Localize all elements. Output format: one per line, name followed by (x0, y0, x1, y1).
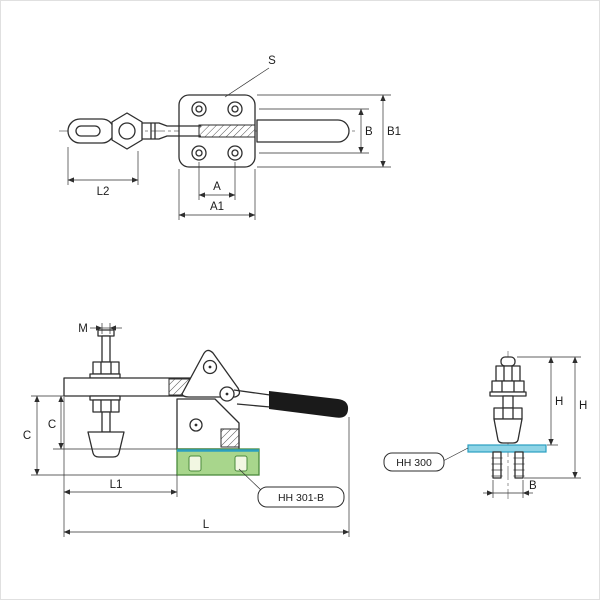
rubber-foot-front (493, 418, 523, 444)
handle-grip (269, 391, 349, 418)
dim-label-s: S (268, 55, 276, 67)
hex-nut-lower (92, 399, 120, 413)
dimension-a: A (198, 162, 236, 200)
base-hole (188, 455, 202, 472)
handle-bar-bottom (236, 403, 271, 408)
handle-end-cap (500, 356, 516, 367)
model-callout-front: HH 300 (383, 447, 469, 472)
dim-label-h-outer: H (579, 400, 587, 412)
spindle-rod-upper (101, 335, 111, 363)
handle-bar-top (233, 389, 271, 396)
hex-nut-bore (118, 122, 136, 140)
hex-nut-upper (92, 361, 120, 375)
dim-label-l: L (203, 519, 210, 531)
spindle-front (502, 395, 514, 409)
dimension-s: S (224, 55, 276, 98)
bracket-pivot-hole (189, 418, 203, 432)
dim-label-c-outer: C (23, 430, 31, 442)
top-view: S B B1 L2 A (59, 55, 401, 220)
dim-label-a: A (213, 181, 221, 193)
model-callout-side: HH 301-B (238, 468, 345, 508)
dim-label-b-bolt: B (529, 480, 537, 492)
dimension-h-outer: H (524, 356, 587, 479)
dimension-b1-plate: B1 (257, 94, 401, 168)
dim-label-b-plate: B (365, 126, 373, 138)
dimension-l: L (63, 417, 350, 537)
base-hole (234, 455, 248, 472)
dim-label-b1: B1 (387, 126, 401, 138)
dim-label-l2: L2 (97, 186, 110, 198)
dim-label-h-inner: H (555, 396, 563, 408)
callout-box-side (257, 486, 345, 508)
mounting-holes (191, 101, 243, 161)
bracket-hatched-section (220, 428, 240, 448)
dim-label-l1: L1 (110, 479, 123, 491)
dim-label-c-inner: C (48, 419, 56, 431)
spindle-rod-lower (101, 411, 111, 433)
dimension-m: M (78, 323, 122, 335)
dimension-l1: L1 (63, 397, 178, 537)
dimension-b-bolt: B (483, 480, 537, 498)
callout-box-front (383, 452, 445, 472)
side-view: M C C L1 L H (23, 323, 350, 537)
rod-hatched-section (198, 124, 256, 138)
hex-nut-front-lower (493, 407, 523, 420)
dimension-h-inner: H (517, 356, 581, 446)
front-view: H H B HH 300 (383, 351, 587, 499)
handle-top-view (256, 119, 350, 143)
spindle-top-nut (97, 329, 115, 337)
mounting-bolts (491, 451, 525, 479)
dimension-c-inner: C (48, 395, 177, 450)
base-flange-front (467, 444, 547, 453)
hex-nut-front-upper (491, 380, 525, 393)
arm-slot (75, 125, 101, 137)
model-label-side: HH 301-B (278, 492, 324, 504)
link-plates-front (495, 365, 521, 382)
link-pivot-hole (202, 359, 218, 375)
dimension-a1: A1 (178, 169, 256, 220)
dimension-b-plate: B (259, 108, 373, 154)
dim-label-a1: A1 (210, 201, 224, 213)
rubber-foot (87, 431, 125, 458)
model-label-front: HH 300 (396, 457, 432, 469)
hex-nut-top (111, 112, 143, 150)
dim-label-m: M (78, 323, 88, 335)
dimension-l2: L2 (67, 147, 139, 198)
